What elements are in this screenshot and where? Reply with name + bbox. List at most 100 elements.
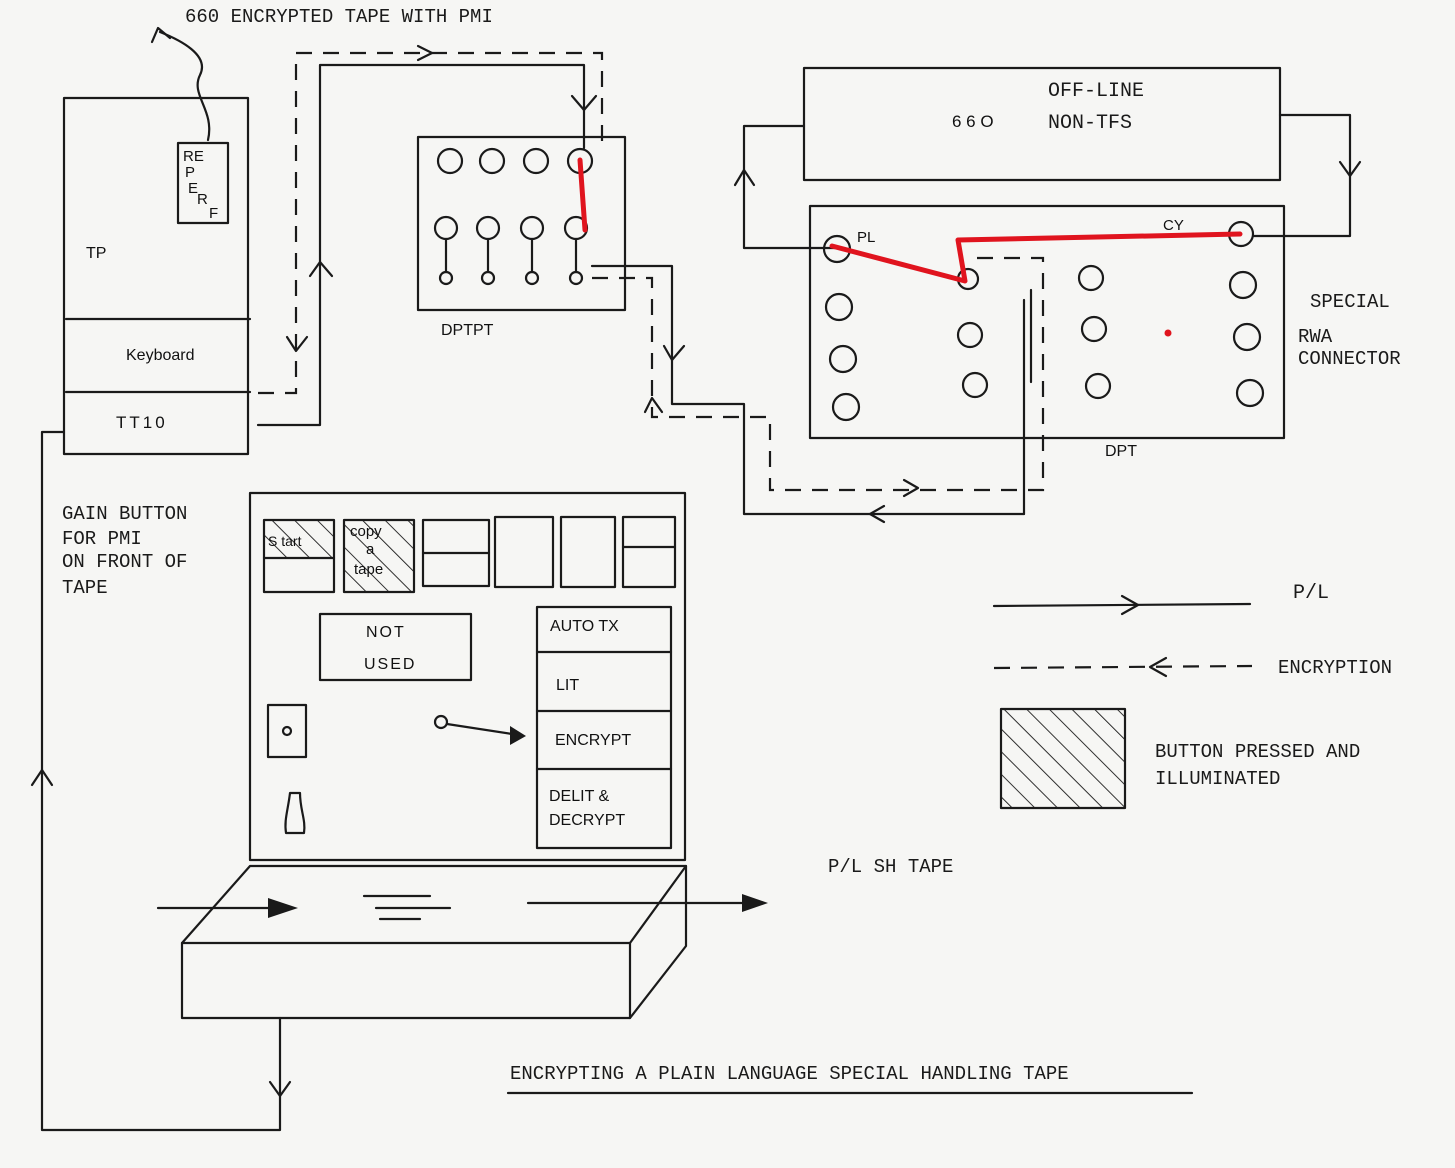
plain-path-dptpt-to-dpt (590, 264, 1026, 516)
dpt-jack-13[interactable] (1232, 322, 1262, 352)
not-used-label-2: USED (364, 656, 416, 673)
reperf-output-arrowhead (150, 26, 172, 44)
dpt-jack-7[interactable] (961, 371, 989, 399)
rwa-label: RWA (1298, 326, 1333, 348)
console-button-4[interactable] (493, 515, 555, 589)
red-dot (1164, 329, 1172, 337)
top-note: 660 ENCRYPTED TAPE WITH PMI (185, 6, 493, 28)
plain-arrow-up (308, 260, 334, 278)
dptpt-jack-bottom-3[interactable] (524, 270, 540, 286)
encryption-path-dpt-to-dptpt (592, 256, 1045, 492)
reperf-letter-1: RE (183, 148, 204, 165)
dptpt-jack-bottom-1[interactable] (438, 270, 454, 286)
encryption-arrow-up-mid (643, 396, 664, 414)
console-button-5[interactable] (559, 515, 617, 589)
gain-note-2: FOR PMI (62, 528, 142, 550)
selector-knob[interactable] (433, 714, 449, 730)
console-front (248, 491, 687, 862)
offline-line-2: NON-TFS (1048, 112, 1132, 135)
dpt-jack-3[interactable] (828, 344, 858, 374)
tt10-label: TT10 (116, 413, 168, 432)
tape-deck-top (180, 864, 688, 945)
lit-label: LIT (556, 677, 579, 694)
dpt-jack-2[interactable] (824, 292, 854, 322)
copy-button-hatch (344, 520, 414, 592)
dptpt-box (416, 135, 627, 312)
tape-deck-side (628, 864, 688, 1020)
pl-jack-label: PL (857, 229, 875, 246)
plain-path-to-dptpt (256, 63, 586, 427)
teleprinter-body (62, 96, 250, 456)
copy-label-3: tape (354, 561, 383, 578)
reperf-letter-5: F (209, 205, 218, 222)
dpt-jack-8[interactable] (1077, 264, 1105, 292)
offline-660-box: 6 6 O OFF-LINE NON-TFS (802, 66, 1282, 182)
tp-label: TP (86, 245, 106, 262)
offline-line-1: OFF-LINE (1048, 80, 1144, 103)
start-button[interactable] (262, 518, 336, 594)
console-button-6[interactable] (621, 515, 677, 589)
toggle-switch[interactable] (284, 791, 306, 835)
dptpt-jack-bottom-4[interactable] (568, 270, 584, 286)
dptpt-label: DPTPT (441, 322, 494, 339)
connector-label: CONNECTOR (1298, 348, 1401, 370)
cy-jack-label: CY (1163, 217, 1184, 234)
dptpt-jack-mid-1[interactable] (433, 215, 459, 241)
small-indicator-lamp (281, 725, 293, 737)
legend-encryption-label: ENCRYPTION (1278, 657, 1392, 679)
dptpt-jack-top-3[interactable] (522, 147, 550, 175)
dptpt-jack-top-1[interactable] (436, 147, 464, 175)
mode-button-stack (535, 605, 673, 850)
dptpt-jack-mid-3[interactable] (519, 215, 545, 241)
return-path-to-tt10 (40, 430, 282, 1132)
gain-note-4: TAPE (62, 577, 108, 599)
dpt-jack-12[interactable] (1228, 270, 1258, 300)
selector-pointer (445, 722, 514, 736)
legend-pl-line (992, 602, 1252, 608)
encryption-arrow-right-bottom (902, 478, 920, 498)
dpt-jack-6[interactable] (956, 321, 984, 349)
keyboard-label: Keyboard (126, 347, 195, 364)
auto-tx-label: AUTO TX (550, 618, 619, 635)
dptpt-jack-mid-2[interactable] (475, 215, 501, 241)
output-label: P/L SH TAPE (828, 856, 953, 878)
dpt-jack-10[interactable] (1084, 372, 1112, 400)
gain-note-1: GAIN BUTTON (62, 503, 187, 525)
diagram-title: ENCRYPTING A PLAIN LANGUAGE SPECIAL HAND… (510, 1063, 1069, 1085)
copy-tape-button[interactable] (342, 518, 416, 594)
dptpt-jack-bottom-2[interactable] (480, 270, 496, 286)
start-button-hatch (264, 520, 334, 558)
legend-pressed-box (999, 707, 1127, 810)
plain-arrow-down-mid (662, 344, 686, 362)
dpt-label: DPT (1105, 443, 1137, 460)
legend-pl-label: P/L (1293, 582, 1329, 605)
special-label: SPECIAL (1310, 291, 1390, 313)
dptpt-panel: DPTPT (416, 135, 627, 339)
teleprinter-tt10: RE P E R F TP Keyboard TT10 (62, 96, 252, 456)
gain-note-3: ON FRONT OF (62, 551, 187, 573)
dptpt-jack-top-2[interactable] (478, 147, 506, 175)
dptpt-red-patch (577, 157, 588, 233)
return-arrow-up (30, 768, 54, 787)
encryption-arrow-top (416, 44, 434, 62)
legend-pl-arrow (1120, 594, 1140, 616)
plain-arrow-left-bottom (868, 504, 886, 524)
reperf-letter-2: P (185, 164, 195, 181)
reperf-output-curve (158, 30, 211, 142)
offline-arrow-down (1338, 160, 1362, 178)
dpt-connector-panel: PL CY DPT SPECIAL RWA CONNECTOR (808, 204, 1401, 460)
small-indicator-box (266, 703, 308, 759)
dpt-jack-14[interactable] (1235, 378, 1265, 408)
selector-pointer-head (510, 726, 526, 745)
start-button-label: S tart (268, 533, 302, 549)
offline-number: 6 6 O (952, 112, 994, 131)
copy-label-1: copy (350, 523, 382, 540)
tape-deck-front (180, 941, 632, 1020)
tape-in-arrowhead (268, 898, 298, 918)
dpt-jack-4[interactable] (831, 392, 861, 422)
dpt-jack-9[interactable] (1080, 315, 1108, 343)
dpt-jacks (822, 220, 1265, 422)
legend: P/L ENCRYPTION BUTTON PRESSED AND ILLUMI… (992, 582, 1392, 810)
dpt-red-patch (829, 231, 1243, 284)
